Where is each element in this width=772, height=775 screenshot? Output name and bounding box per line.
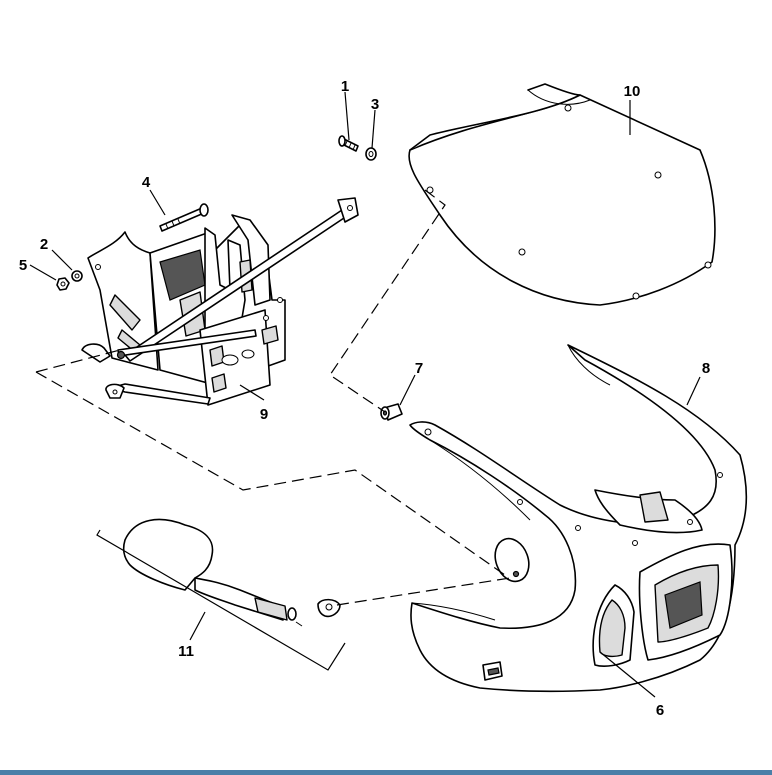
fairing [409,344,748,693]
callout-1: 1 [341,78,349,95]
windshield-mount-hole [564,104,572,112]
leader-lines [29,91,701,698]
fairing-bracket [81,197,359,406]
callout-9: 9 [260,406,268,423]
windshield-mount-hole [518,248,526,256]
callout-5: 5 [19,257,27,274]
windshield-mount-hole [426,186,434,194]
windshield [408,83,716,306]
callout-6: 6 [656,702,664,719]
callout-7: 7 [415,360,423,377]
callout-10: 10 [624,83,641,100]
callout-3: 3 [371,96,379,113]
callout-2: 2 [40,236,48,253]
assembly-lines [35,189,511,606]
bottom-border-bar [0,770,772,775]
washer [365,147,377,161]
windshield-mount-hole [704,261,712,269]
mirror-group-bracket [96,529,346,671]
washer-small [71,270,83,282]
nut [56,277,70,291]
windshield-mount-hole [654,171,662,179]
mirror [122,518,341,627]
callout-8: 8 [702,360,710,377]
callout-11: 11 [178,643,194,660]
callout-4: 4 [142,174,151,191]
bolt [159,203,209,232]
windshield-mount-hole [632,292,640,300]
screw [338,135,359,152]
